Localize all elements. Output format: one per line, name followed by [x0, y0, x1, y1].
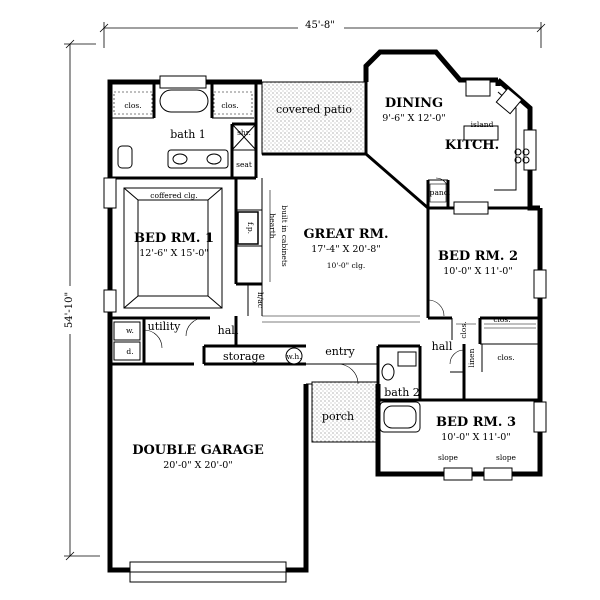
fireplace-label: f.p. [246, 222, 255, 234]
hac-label: h/ac [256, 292, 265, 308]
fireplace [237, 190, 271, 282]
slope-label-1: slope [438, 453, 459, 462]
water-heater-label: w.h. [286, 352, 301, 361]
bath2-fixtures [379, 351, 421, 433]
shower-label: shr. [237, 128, 251, 137]
covered-patio-floor [261, 81, 367, 155]
bath2-label: bath 2 [384, 386, 420, 399]
bed1-name: BED RM. 1 [134, 231, 214, 246]
hall-right-label: hall [432, 340, 453, 353]
room-labels: DINING 9'-6" X 12'-0" KITCH. island panc… [124, 96, 518, 471]
porch-floor [311, 381, 379, 443]
dining-size: 9'-6" X 12'-0" [382, 113, 445, 124]
storage-label: storage [223, 350, 265, 363]
interior-walls [110, 82, 540, 402]
dimension-width: 45'-8" [99, 18, 546, 48]
laundry [113, 321, 141, 361]
kitchen-fixtures [429, 79, 530, 203]
garage-door [129, 561, 287, 583]
garage-size: 20'-0" X 20'-0" [163, 460, 232, 471]
doors [143, 177, 465, 385]
pantry-label: panc. [430, 188, 451, 197]
dining-name: DINING [385, 96, 443, 111]
closet-label-3: clos. [493, 315, 510, 324]
entry-label: entry [325, 345, 355, 358]
seat-label: seat [236, 160, 252, 169]
island-label: island [471, 120, 494, 129]
utility-label: utility [148, 320, 181, 333]
bed3-size: 10'-0" X 11'-0" [441, 432, 510, 443]
bed2-name: BED RM. 2 [438, 249, 518, 264]
closet-label-5: clos. [459, 321, 468, 338]
bed2-size: 10'-0" X 11'-0" [443, 266, 512, 277]
covered-patio-label: covered patio [276, 103, 352, 116]
slope-label-2: slope [496, 453, 517, 462]
bath1-label: bath 1 [170, 128, 206, 141]
closet-rods [456, 323, 536, 329]
windows [103, 49, 547, 481]
bed1-coffered-ceiling [123, 187, 223, 309]
closet-label-2: clos. [221, 101, 238, 110]
bed3-name: BED RM. 3 [436, 415, 516, 430]
hall-left-label: hall [218, 324, 239, 337]
bath1-fixtures [113, 89, 257, 169]
closet-label-1: clos. [124, 101, 141, 110]
great-room-size: 17'-4" X 20'-8" [311, 244, 380, 255]
dryer-label: d. [126, 347, 133, 356]
linen-label: linen [467, 348, 476, 367]
washer-label: w. [126, 326, 134, 335]
bed1-size: 12'-6" X 15'-0" [139, 248, 208, 259]
builtin-cabinets-label: built in cabinets [280, 205, 289, 267]
hearth-label: hearth [268, 213, 277, 238]
dimension-depth: 54'-10" [60, 39, 100, 561]
closet-label-4: clos. [497, 353, 514, 362]
water-heater [285, 347, 303, 365]
porch-label: porch [322, 410, 354, 423]
dimension-width-label: 45'-8" [305, 20, 335, 31]
great-room-name: GREAT RM. [303, 227, 388, 242]
kitchen-name: KITCH. [445, 138, 499, 153]
bed1-ceiling: coffered clg. [150, 191, 197, 200]
garage-name: DOUBLE GARAGE [132, 443, 264, 458]
dimension-depth-label: 54'-10" [64, 292, 75, 328]
great-room-ceiling: 10'-0" clg. [327, 261, 366, 270]
